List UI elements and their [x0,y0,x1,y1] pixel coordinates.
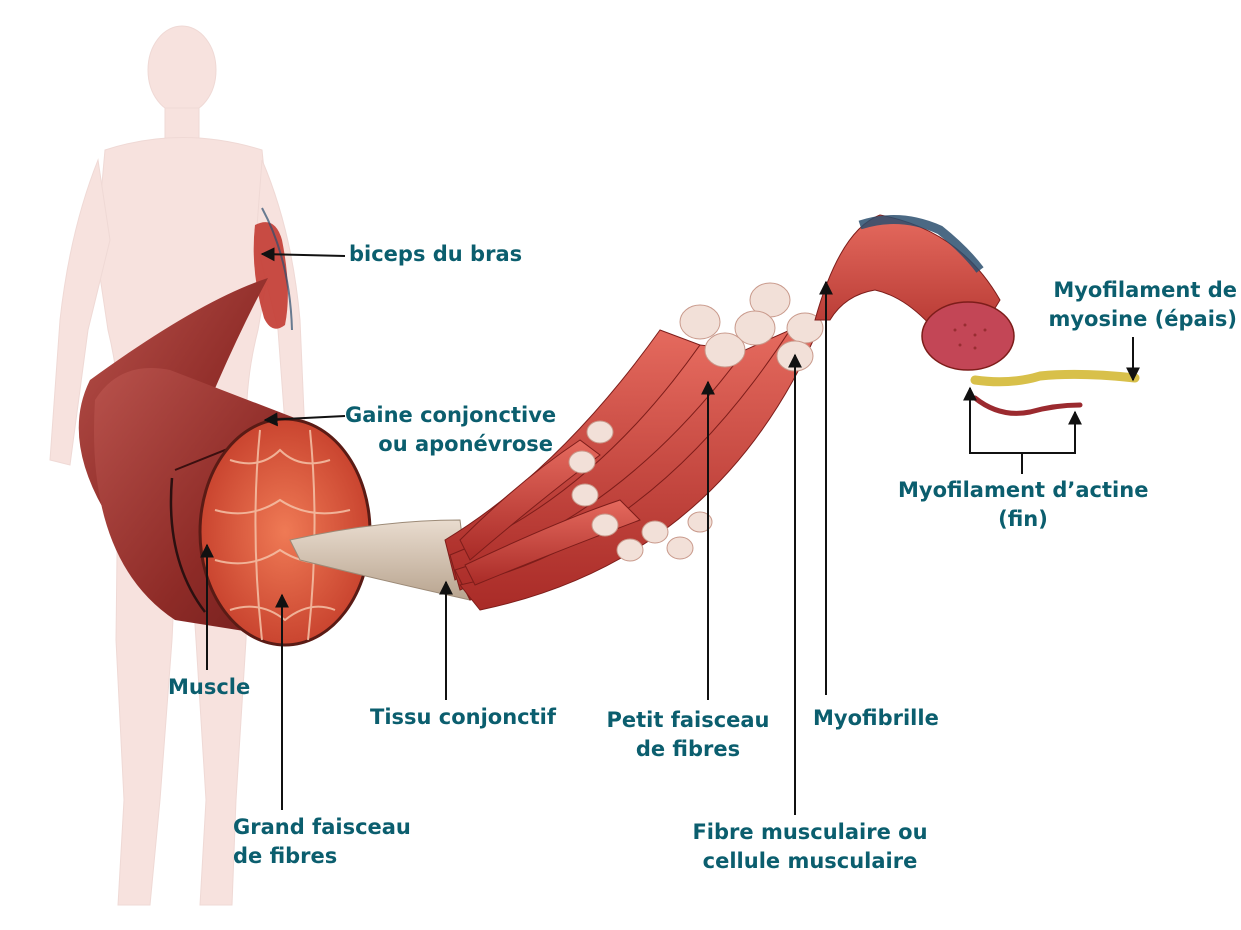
label-actine-line1: Myofilament d’actine [898,476,1148,505]
label-grand-faisceau: Grand faisceau de fibres [233,813,411,871]
label-myofibrille: Myofibrille [813,704,939,733]
pointer-actine-bracket [970,388,1075,453]
label-gaine-line1: Gaine conjonctive [345,401,553,430]
label-fibre-line1: Fibre musculaire ou [690,818,930,847]
label-myosine: Myofilament de myosine (épais) [1040,276,1237,334]
label-fibre-musculaire: Fibre musculaire ou cellule musculaire [690,818,930,876]
label-tissu-text: Tissu conjonctif [370,703,556,732]
label-biceps: biceps du bras [349,240,522,269]
label-grand-line1: Grand faisceau [233,813,411,842]
label-biceps-text: biceps du bras [349,240,522,269]
label-fibre-line2: cellule musculaire [690,847,930,876]
actin-filament [975,398,1080,413]
label-petit-faisceau: Petit faisceau de fibres [598,706,778,764]
label-myofibrille-text: Myofibrille [813,704,939,733]
label-petit-line1: Petit faisceau [598,706,778,735]
label-grand-line2: de fibres [233,842,411,871]
label-muscle-text: Muscle [168,673,250,702]
label-gaine-line2: ou aponévrose [345,430,553,459]
myosin-filament [975,374,1135,381]
label-myosine-line2: myosine (épais) [1040,305,1237,334]
label-gaine-conjonctive: Gaine conjonctive ou aponévrose [345,401,553,459]
label-tissu-conjonctif: Tissu conjonctif [370,703,556,732]
label-actine: Myofilament d’actine (fin) [898,476,1148,534]
muscle-fiber [815,215,1014,370]
label-petit-line2: de fibres [598,735,778,764]
label-myosine-line1: Myofilament de [1040,276,1237,305]
fiber-bundles [445,325,820,610]
label-actine-line2: (fin) [898,505,1148,534]
label-muscle: Muscle [168,673,250,702]
